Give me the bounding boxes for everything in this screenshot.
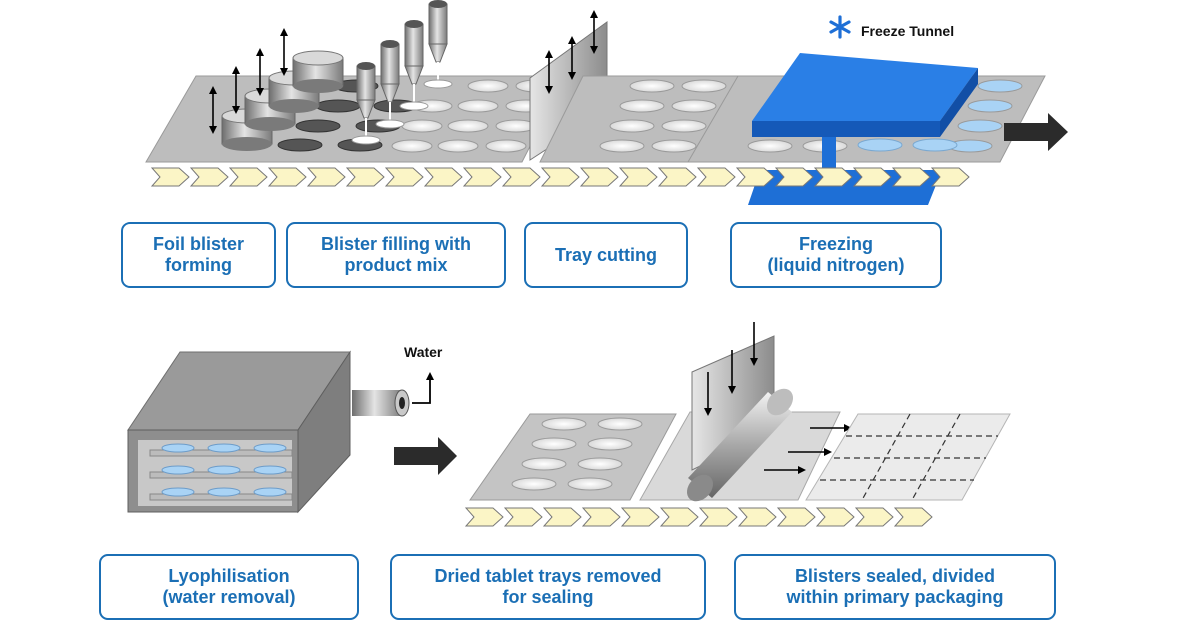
tray-cavity — [629, 79, 675, 93]
dried-tablet-cavity — [541, 417, 587, 431]
frozen-cavity — [957, 119, 1003, 133]
formed-cavity — [315, 99, 361, 113]
dried-tablet-cavity — [521, 457, 567, 471]
tray-cavity — [619, 99, 665, 113]
conveyor-chevron — [696, 167, 736, 187]
conveyor-chevron — [698, 507, 738, 527]
frozen-cavity — [253, 443, 287, 453]
conveyor-chevron — [189, 167, 229, 187]
frozen-cavity — [912, 138, 958, 152]
step-tray-cutting: Tray cutting — [524, 222, 688, 288]
frozen-cavity — [253, 487, 287, 497]
conveyor-chevron — [579, 167, 619, 187]
step-lyophilisation: Lyophilisation (water removal) — [99, 554, 359, 620]
blister-cavity — [391, 139, 433, 153]
step-blister-filling: Blister filling with product mix — [286, 222, 506, 288]
tray-cavity — [681, 79, 727, 93]
conveyor-chevron — [581, 507, 621, 527]
conveyor-chevron — [384, 167, 424, 187]
step-dried-trays-removed: Dried tablet trays removed for sealing — [390, 554, 706, 620]
water-label: Water — [404, 344, 443, 360]
freeze-tunnel-post — [822, 128, 836, 176]
conveyor-chevron — [620, 507, 660, 527]
freeze-tunnel-top — [752, 53, 978, 121]
conveyor-chevron — [815, 507, 855, 527]
conveyor-chevron — [813, 167, 853, 187]
dried-tray — [469, 413, 677, 501]
conveyor-chevron — [464, 507, 504, 527]
blister-cavity — [467, 79, 509, 93]
tray-cavity — [609, 119, 655, 133]
dried-tablet-cavity — [577, 457, 623, 471]
conveyor-chevron — [345, 167, 385, 187]
conveyor-chevron — [267, 167, 307, 187]
step-blisters-sealed: Blisters sealed, divided within primary … — [734, 554, 1056, 620]
blister-cavity — [447, 119, 489, 133]
formed-cavity — [295, 119, 341, 133]
dried-tablet-cavity — [511, 477, 557, 491]
dried-tablet-cavity — [597, 417, 643, 431]
frozen-cavity — [977, 79, 1023, 93]
conveyor-chevron — [503, 507, 543, 527]
frozen-cavity — [967, 99, 1013, 113]
cylinder-tool-icon — [209, 28, 344, 151]
conveyor-chevron — [893, 507, 933, 527]
conveyor-chevron — [501, 167, 541, 187]
process-arrow-icon — [394, 437, 457, 475]
blister-cavity — [457, 99, 499, 113]
conveyor-chevron — [735, 167, 775, 187]
conveyor-belt — [150, 167, 970, 187]
blister-cavity — [485, 139, 527, 153]
conveyor-chevron — [540, 167, 580, 187]
conveyor-chevron — [737, 507, 777, 527]
frozen-cavity — [857, 138, 903, 152]
divided-blister-sheet — [805, 413, 1011, 501]
frozen-cavity — [207, 487, 241, 497]
water-outlet-pipe — [352, 390, 402, 416]
snowflake-icon — [829, 15, 851, 39]
conveyor-chevron — [306, 167, 346, 187]
conveyor-chevron — [150, 167, 190, 187]
dosing-nozzle-icon — [351, 0, 453, 145]
sealing-roller-icon — [686, 388, 794, 502]
tray-cavity — [651, 139, 697, 153]
tray-cavity — [661, 119, 707, 133]
frozen-cavity — [161, 465, 195, 475]
conveyor-chevron — [891, 167, 931, 187]
tray-cavity — [599, 139, 645, 153]
tray-cavity — [671, 99, 717, 113]
lyophiliser-shelves — [149, 443, 293, 501]
step-freezing: Freezing (liquid nitrogen) — [730, 222, 942, 288]
tray-cavity — [747, 139, 793, 153]
blister-cavity — [437, 139, 479, 153]
conveyor-chevron — [618, 167, 658, 187]
conveyor-chevron — [462, 167, 502, 187]
conveyor-chevron — [423, 167, 463, 187]
freeze-tunnel-label: Freeze Tunnel — [861, 23, 954, 39]
conveyor-chevron — [659, 507, 699, 527]
conveyor-chevron — [852, 167, 892, 187]
process-arrow-icon — [1004, 113, 1068, 151]
conveyor-chevron — [930, 167, 970, 187]
conveyor-chevron — [542, 507, 582, 527]
frozen-cavity — [161, 443, 195, 453]
conveyor-chevron — [774, 167, 814, 187]
step-foil-blister-forming: Foil blister forming — [121, 222, 276, 288]
conveyor-chevron — [776, 507, 816, 527]
dried-tablet-cavity — [587, 437, 633, 451]
conveyor-chevron — [854, 507, 894, 527]
frozen-cavity — [253, 465, 287, 475]
conveyor-chevron — [228, 167, 268, 187]
dried-tablet-cavity — [567, 477, 613, 491]
frozen-cavity — [161, 487, 195, 497]
formed-cavity — [277, 138, 323, 152]
frozen-cavity — [207, 465, 241, 475]
dried-tablet-cavity — [531, 437, 577, 451]
frozen-cavity — [207, 443, 241, 453]
blister-cavity — [401, 119, 443, 133]
conveyor-chevron — [657, 167, 697, 187]
conveyor-belt — [464, 507, 933, 527]
